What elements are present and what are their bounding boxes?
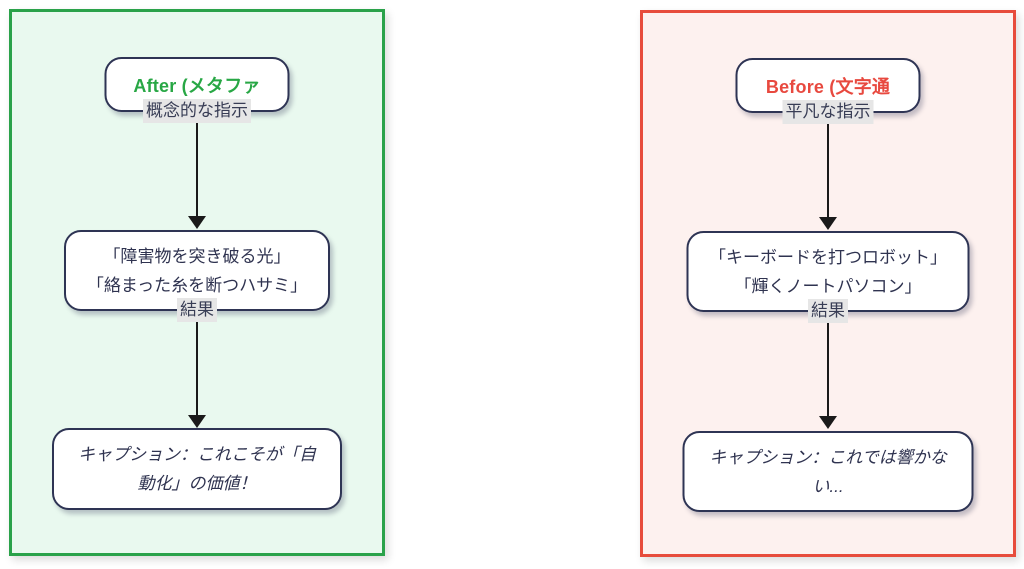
after-edge1-arrowhead-icon [188, 216, 206, 229]
before-title-label: Before (文字通 [765, 76, 891, 97]
before-caption-line-2: い... [812, 476, 844, 496]
before-panel: Before (文字通 平凡な指示 「キーボードを打つロボット」 「輝くノートパ… [640, 10, 1016, 557]
after-edge2-label: 結果 [177, 298, 217, 322]
before-result-line-2: 「輝くノートパソコン」 [734, 276, 922, 296]
before-result-node: 「キーボードを打つロボット」 「輝くノートパソコン」 [686, 231, 970, 312]
before-edge2-line [827, 312, 829, 416]
after-result-line-1: 「障害物を突き破る光」 [103, 246, 291, 266]
before-caption-node: キャプション：これでは響かな い... [682, 431, 974, 512]
before-caption-line-1: キャプション：これでは響かな [709, 447, 947, 467]
after-edge2-arrowhead-icon [188, 415, 206, 428]
after-result-node: 「障害物を突き破る光」 「絡まった糸を断つハサミ」 [64, 230, 330, 311]
after-caption-node: キャプション：これこそが「自 動化」の価値！ [52, 428, 342, 510]
before-result-line-1: 「キーボードを打つロボット」 [709, 247, 947, 267]
before-edge1-arrowhead-icon [819, 217, 837, 230]
after-edge1-line [196, 112, 198, 218]
after-caption-line-2: 動化」の価値！ [137, 474, 257, 493]
after-result-line-2: 「絡まった糸を断つハサミ」 [86, 275, 308, 295]
after-panel: After (メタファ 概念的な指示 「障害物を突き破る光」 「絡まった糸を断つ… [9, 9, 385, 556]
before-edge1-line [827, 113, 829, 219]
before-edge1-label: 平凡な指示 [782, 100, 874, 124]
after-title-label: After (メタファ [133, 75, 261, 96]
after-edge1-label: 概念的な指示 [143, 99, 251, 123]
after-caption-line-1: キャプション：これこそが「自 [78, 445, 316, 464]
before-edge2-label: 結果 [808, 299, 848, 323]
after-edge2-line [196, 311, 198, 415]
before-edge2-arrowhead-icon [819, 416, 837, 429]
